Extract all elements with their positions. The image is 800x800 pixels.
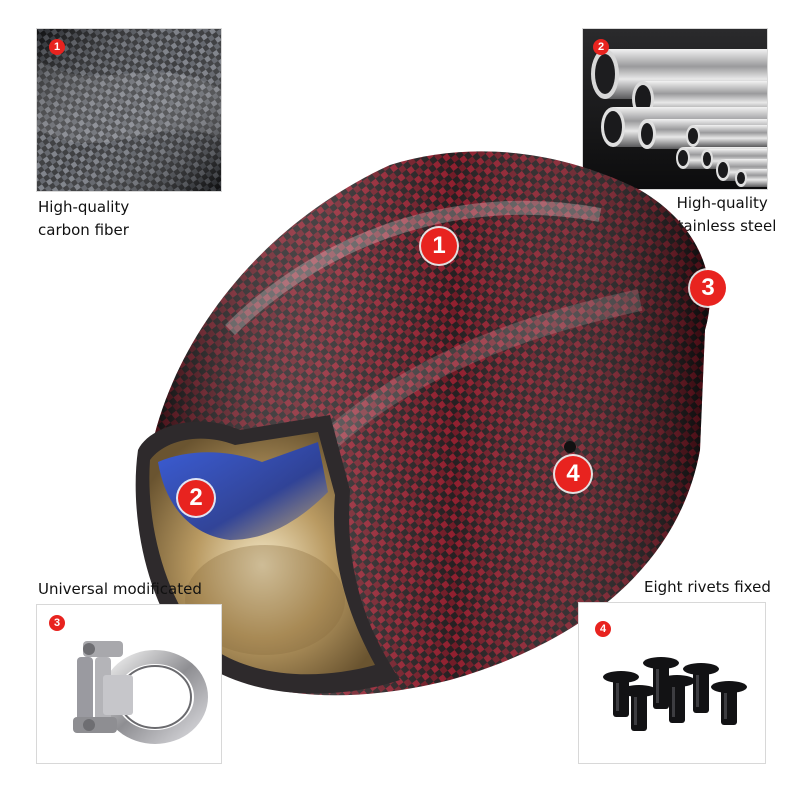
feature-caption-4: Eight rivets fixed — [644, 576, 771, 599]
carbon-fiber-weave-photo — [37, 29, 221, 191]
caption-line: High-quality — [676, 194, 768, 212]
product-marker-2: 2 — [178, 480, 214, 516]
feature-badge-1: 1 — [49, 39, 65, 55]
feature-caption-2: High-quality Stainless steel — [668, 192, 776, 238]
caption-line: Eight rivets fixed — [644, 578, 771, 596]
product-marker-3: 3 — [690, 270, 726, 306]
stainless-steel-panel: 2 — [582, 28, 768, 190]
rivets-panel: 4 — [578, 602, 766, 764]
product-marker-4: 4 — [555, 456, 591, 492]
feature-badge-3: 3 — [49, 615, 65, 631]
caption-line: Stainless steel — [668, 217, 777, 235]
feature-caption-1: High-quality carbon fiber — [38, 196, 129, 242]
hose-clamp-photo — [37, 605, 221, 763]
caption-line: Universal modificated — [38, 580, 202, 598]
product-marker-1: 1 — [421, 228, 457, 264]
carbon-fiber-panel: 1 — [36, 28, 222, 192]
caption-line: carbon fiber — [38, 221, 129, 239]
black-rivets-photo — [579, 603, 765, 763]
feature-badge-2: 2 — [593, 39, 609, 55]
feature-caption-3: Universal modificated — [38, 578, 202, 601]
caption-line: High-quality — [38, 198, 130, 216]
feature-badge-4: 4 — [595, 621, 611, 637]
hose-clamp-panel: 3 — [36, 604, 222, 764]
steel-tubes-photo — [583, 29, 767, 189]
